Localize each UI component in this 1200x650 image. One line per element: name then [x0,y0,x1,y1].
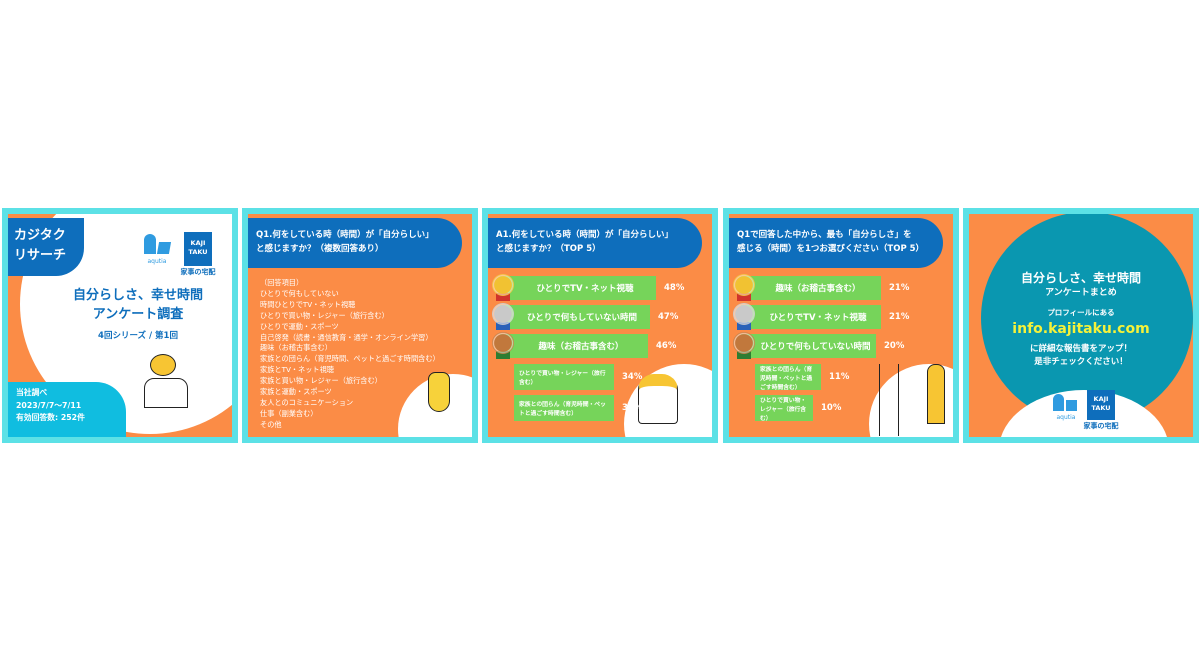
medal-ribbon [737,351,751,359]
list-item: 家族と運動・スポーツ [260,387,332,397]
ranking-bar: ひとりで何もしていない時間 [500,305,650,329]
ranking-bar: 趣味（お稽古事含む） [741,276,881,300]
ranking-bar: ひとりで買い物・レジャー（旅行含む） [755,395,813,422]
ranking-row: 家族との団らん（育児時間・ペットと過ごす時間含む） 11% [755,364,850,391]
list-item: （回答項目） [260,278,304,287]
bronze-medal-icon [733,332,755,354]
tag-line-1: カジタク [14,228,66,243]
a1-panel: A1.何をしている時（時間）が「自分らしい」と感じますか？（TOP 5） ひとり… [482,208,718,443]
silver-medal-icon [492,303,514,325]
ranking-row: 家族との団らん（育児時間・ペットと過ごす時間含む） 31% [514,395,642,421]
list-item: ひとりで買い物・レジャー（旅行含む） [260,310,389,320]
list-item: その他 [260,419,282,429]
list-item: 家族との団らん（育児時間、ペットと過ごす時間含む） [260,354,440,364]
ranking-value: 21% [889,283,910,293]
easel-illustration [879,364,899,436]
list-item: 時間ひとりでTV・ネット視聴 [260,299,356,309]
research-tag: カジタク リサーチ [8,218,84,276]
report-link[interactable]: info.kajitaku.com [1012,321,1150,337]
question-header: Q1.何をしている時（時間）が「自分らしい」と感じますか？（複数回答あり） [248,218,462,268]
ranking-bar: ひとりでTV・ネット視聴 [500,276,656,300]
aqutia-logo: aqutia [1053,394,1079,424]
woman-shopping-illustration [428,372,450,412]
list-item: 仕事（副業含む） [260,408,318,418]
list-item: ひとりで何もしていない [260,288,339,298]
question-header: Q1で回答した中から、最も「自分らしさ」を感じる（時間）を1つお選びください（T… [729,218,943,268]
ranking-value: 10% [821,403,842,413]
silver-medal-icon [733,303,755,325]
tag-line-2: リサーチ [14,248,67,263]
list-item: ひとりで運動・スポーツ [260,321,339,331]
q1-panel: Q1.何をしている時（時間）が「自分らしい」と感じますか？（複数回答あり） （回… [242,208,478,443]
aqutia-logo: aqutia [144,234,172,270]
ranking-bar: ひとりで買い物・レジャー（旅行含む） [514,364,614,390]
painter-illustration [927,364,945,424]
list-item: 自己啓発（読書・通信教育・通学・オンライン学習） [260,332,433,342]
gold-medal-icon [733,274,755,296]
summary-text: 自分らしさ、幸せ時間 アンケートまとめ プロフィールにある info.kajit… [969,270,1193,369]
list-item: 友人とのコミュニケーション [260,397,354,407]
medal-ribbon [496,322,510,330]
bronze-medal-icon [492,332,514,354]
medal-ribbon [737,293,751,301]
ranking-row: ひとりで何もしていない時間 47% [500,305,678,329]
ranking-row: ひとりで買い物・レジャー（旅行含む） 10% [755,395,842,422]
ranking-bar: ひとりでTV・ネット視聴 [741,305,881,329]
list-item: 趣味（お稽古事含む） [260,343,332,353]
answer-options-list: （回答項目） ひとりで何もしていない 時間ひとりでTV・ネット視聴 ひとりで買い… [260,278,440,431]
woman-laptop-illustration [638,374,678,424]
ranking-row: ひとりでTV・ネット視聴 21% [741,305,909,329]
ranking-row: ひとりでTV・ネット視聴 48% [500,276,684,300]
ranking-value: 48% [664,283,685,293]
ranking-value: 47% [658,312,679,322]
medal-ribbon [737,322,751,330]
list-item: 家族と買い物・レジャー（旅行含む） [260,376,382,386]
ranking-value: 34% [622,372,643,382]
list-item: 家族とTV・ネット視聴 [260,365,334,375]
ranking-value: 21% [889,312,910,322]
summary-panel: 自分らしさ、幸せ時間 アンケートまとめ プロフィールにある info.kajit… [963,208,1199,443]
ranking-bar: 趣味（お稽古事含む） [500,334,648,358]
ranking-bar: ひとりで何もしていない時間 [741,334,876,358]
kajitaku-tagline: 家事の宅配 [1077,422,1125,430]
cover-title: 自分らしさ、幸せ時間 アンケート調査 4回シリーズ / 第1回 [48,286,228,341]
ranking-row: ひとりで買い物・レジャー（旅行含む） 34% [514,364,642,390]
ranking-value: 46% [656,341,677,351]
ranking-value: 11% [829,372,850,382]
ranking-row: ひとりで何もしていない時間 20% [741,334,904,358]
ranking-bar: 家族との団らん（育児時間・ペットと過ごす時間含む） [514,395,614,421]
ranking-value: 31% [622,403,643,413]
ranking-row: 趣味（お稽古事含む） 21% [741,276,909,300]
medal-ribbon [496,351,510,359]
gold-medal-icon [492,274,514,296]
ranking-row: 趣味（お稽古事含む） 46% [500,334,676,358]
ranking-bar: 家族との団らん（育児時間・ペットと過ごす時間含む） [755,364,821,391]
ranking-value: 20% [884,341,905,351]
survey-info: 当社調べ 2023/7/7〜7/11 有効回答数: 252件 [8,382,126,437]
teal-circle [981,214,1193,424]
q2-panel: Q1で回答した中から、最も「自分らしさ」を感じる（時間）を1つお選びください（T… [723,208,959,443]
kajitaku-tagline: 家事の宅配 [174,268,222,276]
medal-ribbon [496,293,510,301]
series-label: 4回シリーズ / 第1回 [98,331,178,341]
answer-header: A1.何をしている時（時間）が「自分らしい」と感じますか？（TOP 5） [488,218,702,268]
woman-phone-illustration [144,354,204,414]
